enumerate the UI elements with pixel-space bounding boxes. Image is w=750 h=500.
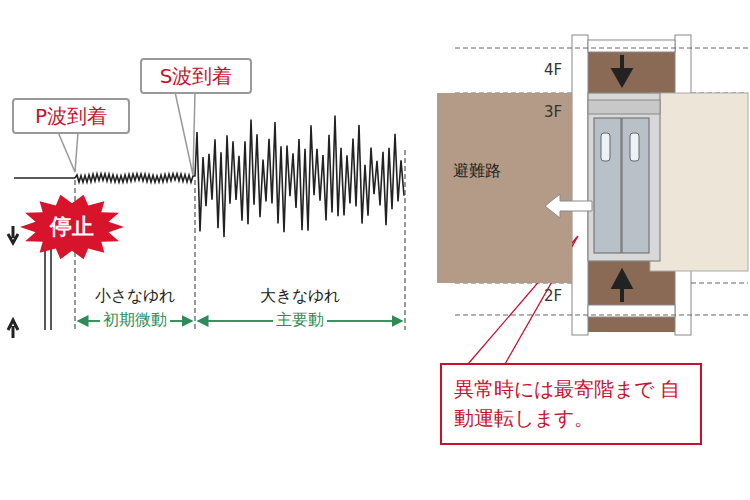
burst-shape <box>20 195 124 259</box>
up-arrow <box>614 272 630 302</box>
note-box: 異常時には最寄階まで 自動運転します。 <box>440 363 702 445</box>
down-arrow <box>614 55 630 84</box>
node-text: 停止 <box>50 214 94 240</box>
node-text: 避難路 <box>453 161 501 180</box>
phase-name: 主要動 <box>273 311 327 329</box>
car-body <box>650 93 748 271</box>
evacuation-area: 避難路 <box>437 93 572 283</box>
phase-label: 小さなゆれ <box>95 287 175 305</box>
car-door <box>622 118 649 253</box>
seismo-baseline <box>14 177 75 179</box>
car-door <box>594 118 621 253</box>
vibration-line <box>42 246 51 330</box>
vibration-line <box>42 246 45 330</box>
floor-label: 2F <box>544 288 562 305</box>
callout-box: P波到着 <box>12 98 130 134</box>
node-text: 異常時には最寄階まで 自動運転します。 <box>454 375 690 433</box>
phase-name: 初期微動 <box>100 311 170 329</box>
door-window <box>630 133 639 161</box>
down-arrow <box>8 226 18 243</box>
phase-divider <box>75 150 405 330</box>
door-window <box>601 133 610 161</box>
node-text: S波到着 <box>160 64 233 88</box>
callout-tail <box>58 132 78 172</box>
callout-box: S波到着 <box>140 58 252 94</box>
floor-label: 3F <box>544 104 562 121</box>
node-text: P波到着 <box>35 104 107 128</box>
phase-label: 大きなゆれ <box>260 287 340 305</box>
evacuation-arrow <box>545 194 592 218</box>
callout-tail <box>175 92 195 175</box>
floor-slab <box>588 40 675 52</box>
car-header <box>588 100 660 114</box>
shaft-wall <box>572 35 588 335</box>
vibration-line <box>48 246 51 330</box>
floor-label: 4F <box>544 62 562 79</box>
elevator-car <box>588 93 660 261</box>
stop-burst: 停止 <box>20 194 124 260</box>
up-arrow <box>8 320 18 338</box>
